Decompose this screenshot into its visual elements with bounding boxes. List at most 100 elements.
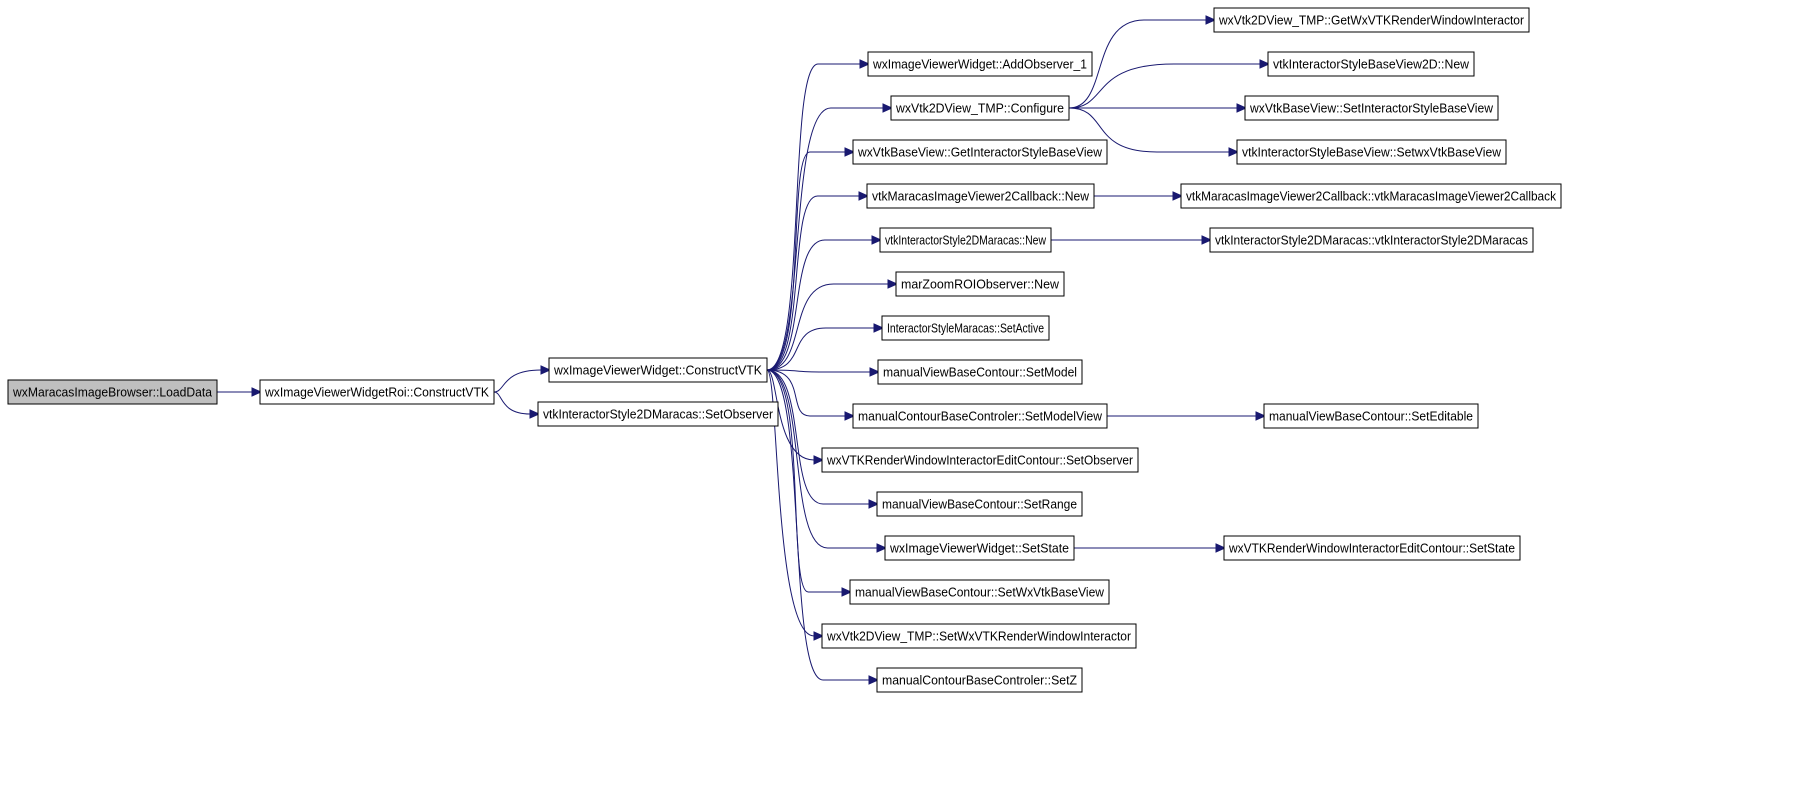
node-box — [1263, 403, 1479, 429]
node-label: vtkInteractorStyle2DMaracas::New — [885, 233, 1046, 248]
edge-line — [766, 151, 845, 371]
arrowhead — [813, 631, 825, 641]
node-box — [821, 447, 1139, 473]
node-box — [852, 403, 1108, 429]
edge-line — [493, 391, 531, 415]
node-label: InteractorStyleMaracas::SetActive — [887, 321, 1044, 336]
edge-wx-image-viewer-widget-construct-vtk-to-manual-view-base-contour-set-range — [766, 369, 880, 509]
node-label: wxVTKRenderWindowInteractorEditContour::… — [826, 453, 1134, 468]
arrowhead — [1201, 235, 1213, 245]
node-wx-vtk-base-view-set-interactor-style-base-view[interactable]: wxVtkBaseView::SetInteractorStyleBaseVie… — [1244, 95, 1499, 121]
edge-wx-image-viewer-widget-construct-vtk-to-wx-image-viewer-widget-add-observer-1 — [766, 59, 871, 371]
node-box — [548, 357, 768, 383]
node-vtk-maracas-image-viewer2-callback-vtk-maracas-image-viewer2-callback[interactable]: vtkMaracasImageViewer2Callback::vtkMarac… — [1180, 183, 1562, 209]
edge-wx-image-viewer-widget-construct-vtk-to-wx-vtk-base-view-get-interactor-style-base-view — [766, 147, 856, 371]
edge-line — [766, 369, 869, 681]
edge-line — [766, 327, 874, 371]
node-wx-vtk2-dview-tmp-configure[interactable]: wxVtk2DView_TMP::Configure — [890, 95, 1070, 121]
node-vtk-interactor-style2-dmaracas-new[interactable]: vtkInteractorStyle2DMaracas::New — [879, 227, 1052, 253]
node-box — [1267, 51, 1475, 77]
edge-vtk-interactor-style2-dmaracas-new-to-vtk-interactor-style2-dmaracas-vtk-interactor-style2-dmaracas — [1051, 235, 1213, 245]
node-label: vtkInteractorStyle2DMaracas::vtkInteract… — [1215, 233, 1528, 248]
node-wx-vtk2-dview-tmp-set-wx-vtkrender-window-interactor[interactable]: wxVtk2DView_TMP::SetWxVTKRenderWindowInt… — [821, 623, 1137, 649]
node-manual-view-base-contour-set-editable[interactable]: manualViewBaseContour::SetEditable — [1263, 403, 1479, 429]
node-box — [1244, 95, 1499, 121]
edge-wx-image-viewer-widget-construct-vtk-to-manual-contour-base-controler-set-model-view — [766, 369, 856, 421]
node-box — [1180, 183, 1562, 209]
edge-wx-image-viewer-widget-construct-vtk-to-wx-vtk2-dview-tmp-configure — [766, 103, 894, 371]
node-label: vtkMaracasImageViewer2Callback::vtkMarac… — [1186, 189, 1556, 204]
node-interactor-style-maracas-set-active[interactable]: InteractorStyleMaracas::SetActive — [881, 315, 1050, 341]
node-wx-vtkrender-window-interactor-edit-contour-set-observer[interactable]: wxVTKRenderWindowInteractorEditContour::… — [821, 447, 1139, 473]
edge-wx-image-viewer-widget-construct-vtk-to-wx-image-viewer-widget-set-state — [766, 369, 888, 553]
arrowhead — [873, 323, 885, 333]
node-label: wxImageViewerWidgetRoi::ConstructVTK — [264, 385, 489, 400]
node-manual-view-base-contour-set-wx-vtk-base-view[interactable]: manualViewBaseContour::SetWxVtkBaseView — [849, 579, 1110, 605]
node-vtk-interactor-style-base-view-setwx-vtk-base-view[interactable]: vtkInteractorStyleBaseView::SetwxVtkBase… — [1236, 139, 1507, 165]
edges-layer — [217, 15, 1271, 685]
edge-wx-image-viewer-widget-construct-vtk-to-wx-vtk2-dview-tmp-set-wx-vtkrender-window-interactor — [766, 369, 825, 641]
edge-wx-image-viewer-widget-construct-vtk-to-vtk-interactor-style2-dmaracas-new — [766, 235, 883, 371]
node-box — [895, 271, 1065, 297]
node-box — [879, 227, 1052, 253]
edge-wx-vtk2-dview-tmp-configure-to-wx-vtk-base-view-set-interactor-style-base-view — [1069, 103, 1248, 113]
node-vtk-interactor-style2-dmaracas-vtk-interactor-style2-dmaracas[interactable]: vtkInteractorStyle2DMaracas::vtkInteract… — [1209, 227, 1534, 253]
node-label: manualViewBaseContour::SetModel — [883, 365, 1077, 380]
arrowhead — [858, 191, 870, 201]
arrowhead — [540, 365, 552, 375]
arrowhead — [868, 675, 880, 685]
node-wx-vtkrender-window-interactor-edit-contour-set-state[interactable]: wxVTKRenderWindowInteractorEditContour::… — [1223, 535, 1521, 561]
arrowhead — [1215, 543, 1227, 553]
node-box — [7, 379, 218, 405]
node-wx-image-viewer-widget-set-state[interactable]: wxImageViewerWidget::SetState — [884, 535, 1075, 561]
node-label: manualContourBaseControler::SetZ — [882, 673, 1077, 688]
arrowhead — [882, 103, 894, 113]
edge-wx-image-viewer-widget-construct-vtk-to-vtk-maracas-image-viewer2-callback-new — [766, 191, 870, 371]
node-label: wxVtk2DView_TMP::SetWxVTKRenderWindowInt… — [826, 629, 1132, 644]
edge-wx-image-viewer-widget-construct-vtk-to-manual-view-base-contour-set-wx-vtk-base-view — [766, 369, 853, 597]
edge-line — [766, 239, 872, 371]
node-label: vtkMaracasImageViewer2Callback::New — [872, 189, 1090, 204]
node-manual-contour-base-controler-set-model-view[interactable]: manualContourBaseControler::SetModelView — [852, 403, 1108, 429]
arrowhead — [844, 411, 856, 421]
node-box — [867, 51, 1093, 77]
node-label: marZoomROIObserver::New — [901, 277, 1060, 292]
node-box — [1223, 535, 1521, 561]
node-manual-view-base-contour-set-model[interactable]: manualViewBaseContour::SetModel — [877, 359, 1083, 385]
node-wx-vtk2-dview-tmp-get-wx-vtkrender-window-interactor[interactable]: wxVtk2DView_TMP::GetWxVTKRenderWindowInt… — [1213, 7, 1530, 33]
node-box — [852, 139, 1108, 165]
node-wx-image-viewer-widget-construct-vtk[interactable]: wxImageViewerWidget::ConstructVTK — [548, 357, 768, 383]
arrowhead — [876, 543, 888, 553]
node-vtk-maracas-image-viewer2-callback-new[interactable]: vtkMaracasImageViewer2Callback::New — [866, 183, 1095, 209]
node-manual-view-base-contour-set-range[interactable]: manualViewBaseContour::SetRange — [876, 491, 1083, 517]
node-label: wxMaracasImageBrowser::LoadData — [12, 385, 213, 400]
node-label: vtkInteractorStyleBaseView::SetwxVtkBase… — [1242, 145, 1502, 160]
node-wx-image-viewer-widget-roi-construct-vtk[interactable]: wxImageViewerWidgetRoi::ConstructVTK — [259, 379, 495, 405]
node-label: wxImageViewerWidget::AddObserver_1 — [872, 57, 1087, 72]
node-wx-vtk-base-view-get-interactor-style-base-view[interactable]: wxVtkBaseView::GetInteractorStyleBaseVie… — [852, 139, 1108, 165]
node-label: manualViewBaseContour::SetEditable — [1269, 409, 1473, 424]
arrowhead — [529, 409, 541, 419]
arrowhead — [251, 387, 263, 397]
edge-manual-contour-base-controler-set-model-view-to-manual-view-base-contour-set-editable — [1107, 411, 1267, 421]
node-vtk-interactor-style2-dmaracas-set-observer[interactable]: vtkInteractorStyle2DMaracas::SetObserver — [537, 401, 779, 427]
edge-line — [766, 369, 815, 461]
arrowhead — [813, 455, 825, 465]
node-vtk-interactor-style-base-view2-d-new[interactable]: vtkInteractorStyleBaseView2D::New — [1267, 51, 1475, 77]
node-box — [849, 579, 1110, 605]
arrowhead — [841, 587, 853, 597]
edge-line — [1068, 107, 1229, 153]
node-box — [1236, 139, 1507, 165]
node-mar-zoom-roiobserver-new[interactable]: marZoomROIObserver::New — [895, 271, 1065, 297]
edge-line — [766, 369, 877, 549]
edge-wx-image-viewer-widget-roi-construct-vtk-to-vtk-interactor-style2-dmaracas-set-observer — [493, 391, 541, 419]
node-wx-maracas-image-browser-load-data[interactable]: wxMaracasImageBrowser::LoadData — [7, 379, 218, 405]
node-label: wxVtkBaseView::GetInteractorStyleBaseVie… — [857, 145, 1102, 160]
edge-wx-image-viewer-widget-construct-vtk-to-manual-view-base-contour-set-model — [766, 367, 881, 377]
node-wx-image-viewer-widget-add-observer-1[interactable]: wxImageViewerWidget::AddObserver_1 — [867, 51, 1093, 77]
node-manual-contour-base-controler-set-z[interactable]: manualContourBaseControler::SetZ — [876, 667, 1083, 693]
edge-line — [766, 195, 859, 371]
